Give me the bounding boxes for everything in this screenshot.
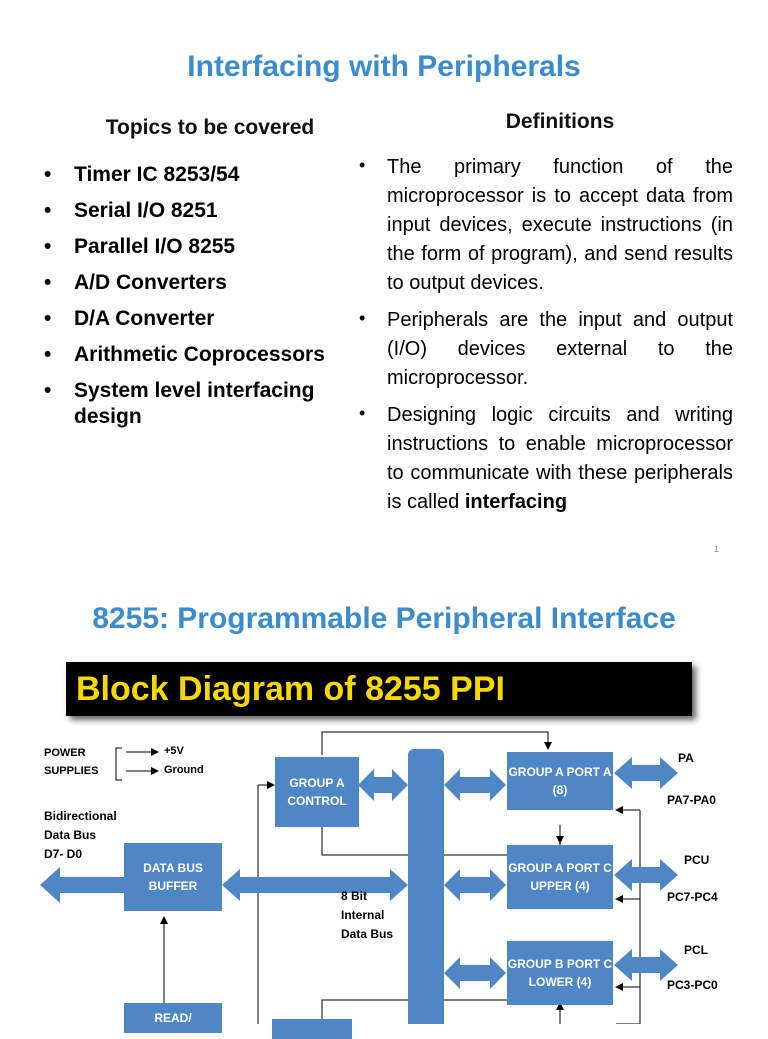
definitions-list: The primary function of the microprocess…	[355, 151, 733, 525]
group-a-control-block: GROUP A CONTROL	[275, 757, 359, 827]
pcl-range-label: PC3-PC0	[667, 978, 718, 992]
group-a-port-c-upper-block: GROUP A PORT C UPPER (4)	[507, 845, 613, 909]
topics-list: Timer IC 8253/54 Serial I/O 8251 Paralle…	[42, 162, 342, 440]
topic-item: System level interfacing design	[42, 378, 342, 430]
topic-item: A/D Converters	[42, 270, 342, 296]
interfacing-term: interfacing	[464, 491, 568, 513]
group-b-control-block	[272, 1019, 352, 1039]
topic-item: Timer IC 8253/54	[42, 162, 342, 188]
group-b-port-c-lower-block: GROUP B PORT C LOWER (4)	[507, 941, 613, 1005]
block-diagram: POWER SUPPLIES +5V Ground Bidirectional …	[0, 725, 768, 1039]
bidirectional-label: Bidirectional	[44, 809, 117, 823]
page-number: 1	[714, 544, 720, 554]
topics-heading: Topics to be covered	[105, 116, 315, 139]
diagram-banner: Block Diagram of 8255 PPI	[66, 662, 692, 716]
topic-item: Parallel I/O 8255	[42, 234, 342, 260]
read-write-block: READ/	[124, 1003, 222, 1033]
pa-range-label: PA7-PA0	[667, 793, 716, 807]
internal-bus-label-2: Internal	[341, 908, 385, 922]
ground-label: Ground	[164, 764, 204, 776]
supplies-label: SUPPLIES	[44, 765, 99, 777]
slide1-title: Interfacing with Peripherals	[187, 50, 581, 83]
topic-item: Arithmetic Coprocessors	[42, 342, 342, 368]
data-bus-label: Data Bus	[44, 828, 97, 842]
internal-bus-label-1: 8 Bit	[341, 889, 368, 903]
group-a-port-a-block: GROUP A PORT A (8)	[507, 752, 613, 810]
plus5v-label: +5V	[164, 745, 184, 757]
definition-item: Peripherals are the input and output (I/…	[355, 304, 733, 393]
power-label: POWER	[44, 747, 86, 759]
slide2-title: 8255: Programmable Peripheral Interface	[92, 602, 676, 635]
topic-item: Serial I/O 8251	[42, 198, 342, 224]
definition-text: Designing logic circuits and writing ins…	[387, 404, 733, 513]
topic-item: D/A Converter	[42, 306, 342, 332]
definitions-heading: Definitions	[505, 110, 615, 133]
data-bus-buffer-block: DATA BUS BUFFER	[124, 843, 222, 911]
internal-bus-label-3: Data Bus	[341, 927, 394, 941]
definition-item: Designing logic circuits and writing ins…	[355, 399, 733, 517]
definition-item: The primary function of the microprocess…	[355, 151, 733, 298]
pcu-label: PCU	[684, 853, 710, 867]
pa-label: PA	[678, 751, 694, 765]
diagram-lines	[40, 731, 678, 1024]
pcu-range-label: PC7-PC4	[667, 890, 718, 904]
d7-d0-label: D7- D0	[44, 847, 83, 861]
pcl-label: PCL	[684, 943, 708, 957]
internal-data-bus	[408, 749, 444, 1024]
